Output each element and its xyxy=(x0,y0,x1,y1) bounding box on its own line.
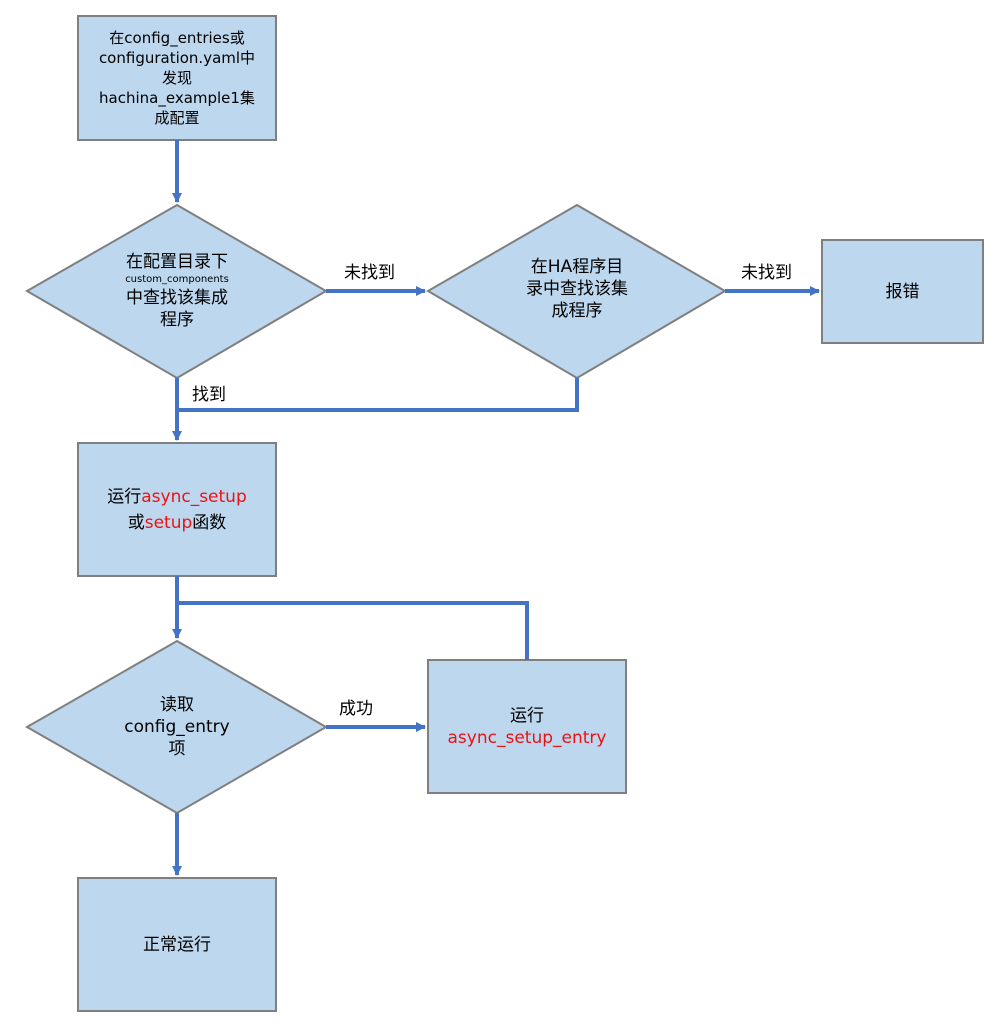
setup-box xyxy=(77,442,277,577)
setup-entry-box xyxy=(427,659,627,794)
normal-run-box xyxy=(77,877,277,1012)
edge-label-not-found-1: 未找到 xyxy=(344,263,395,283)
edge-label-success: 成功 xyxy=(339,699,373,719)
custom-components-diamond xyxy=(24,203,328,380)
arrow-entry-loop-back xyxy=(177,601,529,660)
error-box xyxy=(821,239,984,344)
edge-label-found: 找到 xyxy=(192,385,226,405)
arrow-ha-found xyxy=(177,378,579,412)
start-box xyxy=(77,15,277,141)
read-config-entry-diamond xyxy=(24,639,329,815)
ha-directory-diamond xyxy=(426,203,727,380)
edge-label-not-found-2: 未找到 xyxy=(741,263,792,283)
